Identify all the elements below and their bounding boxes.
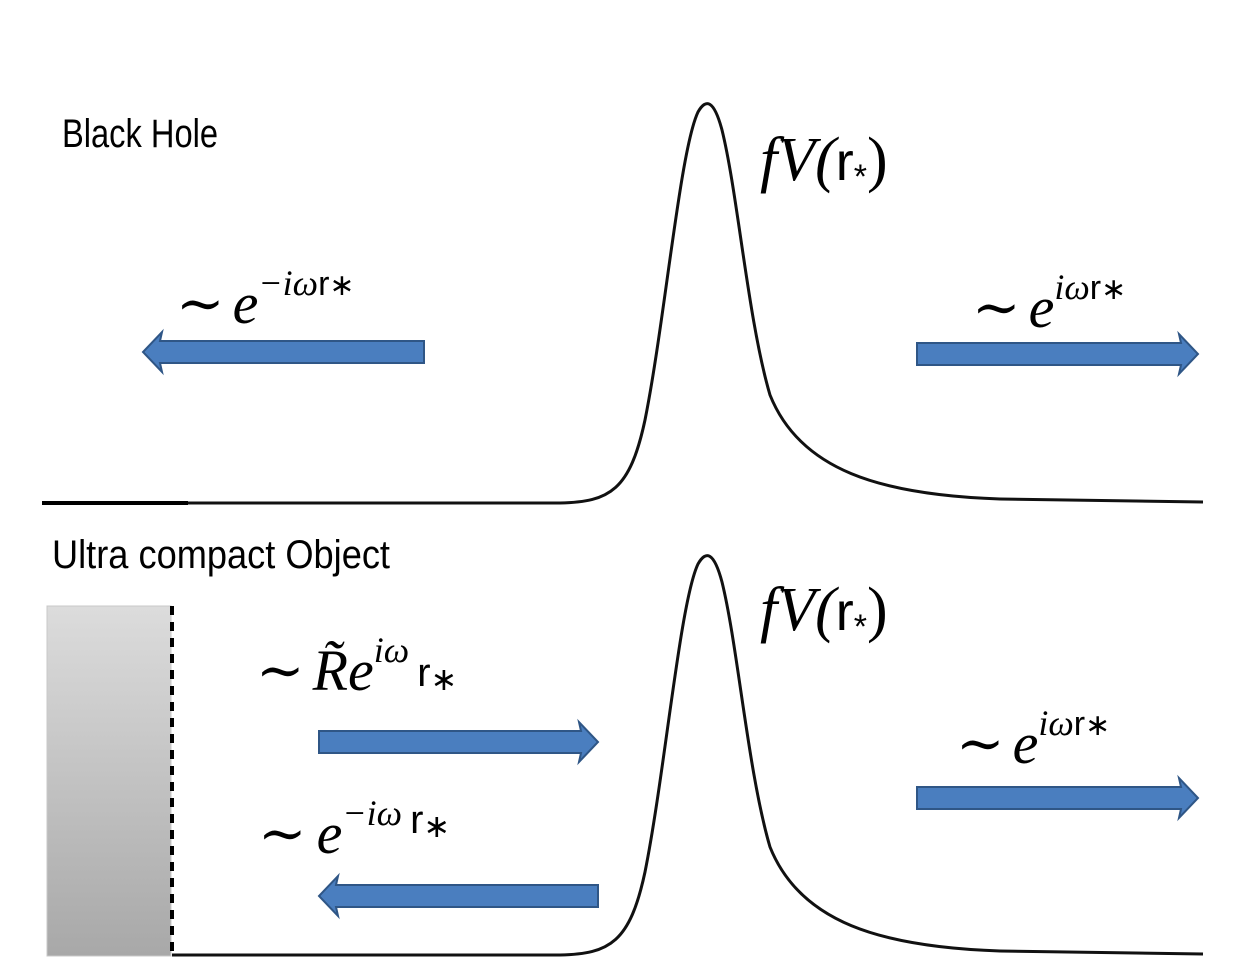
black-hole-panel: Black Hole fV(r*) ∼e−iωr∗ ∼eiωr∗ <box>42 102 1204 505</box>
black-hole-title: Black Hole <box>62 112 218 156</box>
reflected-wave-arrow <box>318 718 600 766</box>
black-hole-potential-label: fV(r*) <box>760 126 888 196</box>
ultra-compact-object-title: Ultra compact Object <box>52 533 390 577</box>
black-hole-outgoing-left-label: ∼e−iωr∗ <box>176 263 355 336</box>
ultra-compact-right-arrow <box>916 774 1200 822</box>
black-hole-right-arrow <box>916 330 1200 378</box>
ultra-compact-potential-label: fV(r*) <box>760 576 888 646</box>
ingoing-wave-arrow <box>317 872 599 920</box>
ultra-compact-potential-curve <box>172 554 1204 957</box>
black-hole-outgoing-right-label: ∼eiωr∗ <box>972 267 1126 340</box>
ultra-compact-object-panel: Ultra compact Object fV(r*) ∼R̃eiωr∗ ∼e−… <box>46 533 1204 957</box>
reflected-wave-label: ∼R̃eiωr∗ <box>256 630 457 703</box>
reflecting-surface <box>46 605 172 957</box>
black-hole-potential-curve <box>42 102 1204 505</box>
black-hole-left-arrow <box>141 328 425 376</box>
ultra-compact-outgoing-right-label: ∼eiωr∗ <box>956 703 1110 776</box>
